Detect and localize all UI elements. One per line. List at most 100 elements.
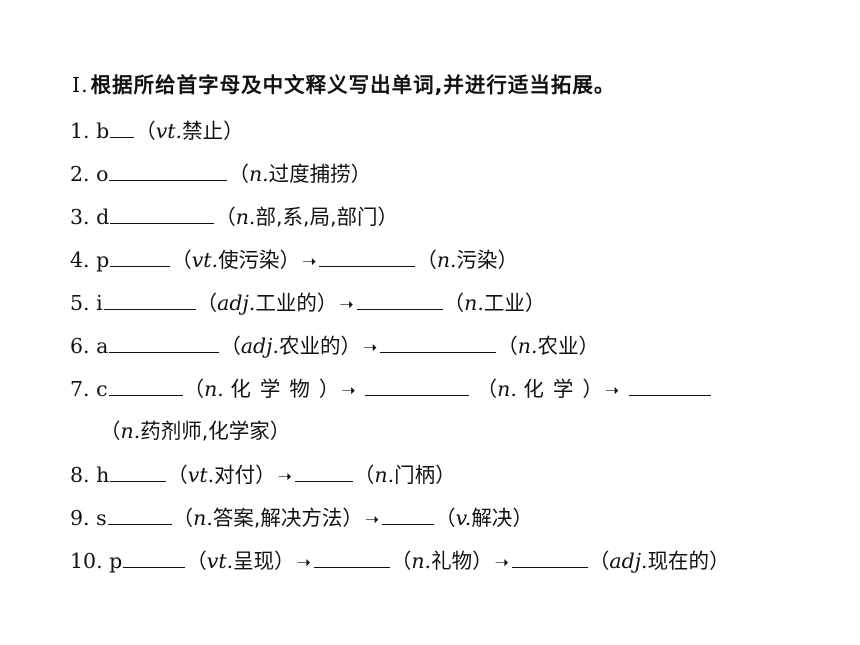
exercise-item-4: 4. p（vt.使污染）➝（n.污染） [70,244,518,274]
chinese-definition: 化学 [523,377,583,401]
arrow-icon: ➝ [296,553,311,573]
chinese-definition: 农业的 [279,334,341,358]
part-of-speech: n. [235,205,256,229]
exercise-item-5: 5. i（adj.工业的）➝（n.工业） [70,287,545,317]
arrow-icon: ➝ [494,553,509,573]
part-of-speech: adj. [240,334,280,358]
item-number: 6. [70,334,90,358]
arrow-icon: ➝ [341,381,356,401]
answer-blank[interactable] [123,545,186,568]
answer-blank[interactable] [110,459,167,482]
exercise-item-8: 8. h（vt.对付）➝（n.门柄） [70,459,456,489]
chinese-definition: 污染 [456,248,498,272]
answer-blank[interactable] [107,502,172,525]
first-letter: b [96,119,110,143]
part-of-speech: vt. [155,119,183,143]
first-letter: c [96,377,108,401]
chinese-definition: 现在的 [647,549,710,573]
chinese-definition: 药剂师,化学家 [140,419,270,443]
answer-blank[interactable] [319,244,416,267]
part-of-speech: n. [464,291,484,315]
answer-blank[interactable] [103,287,196,310]
answer-blank[interactable] [109,158,228,181]
item-number: 3. [70,205,90,229]
exercise-item-7: 7. c（n. 化学物）➝ （n. 化学）➝ [70,373,712,403]
part-of-speech: adj. [609,549,648,573]
section-instruction: 根据所给首字母及中文释义写出单词,并进行适当拓展。 [90,73,616,97]
exercise-item-9: 9. s（n.答案,解决方法）➝（v.解决） [70,502,533,532]
exercise-item-3: 3. d（n.部,系,局,部门） [70,201,398,231]
answer-blank[interactable] [356,287,443,310]
answer-blank[interactable] [294,459,353,482]
chinese-definition: 解决 [471,506,513,530]
item-number: 7. [70,377,90,401]
answer-blank[interactable] [110,201,215,224]
part-of-speech: n. [374,463,395,487]
part-of-speech: n. [411,549,432,573]
answer-blank[interactable] [313,545,390,568]
first-letter: i [96,291,103,315]
answer-blank[interactable] [110,115,135,138]
first-letter: d [96,205,110,229]
answer-blank[interactable] [628,373,711,396]
item-number: 4. [70,248,90,272]
section-numeral: Ⅰ. [72,73,89,97]
chinese-definition: 禁止 [182,119,224,143]
arrow-icon: ➝ [339,295,354,315]
first-letter: a [96,334,109,358]
item-number: 2. [70,162,90,186]
answer-blank[interactable] [365,373,470,396]
part-of-speech: n. [436,248,457,272]
answer-blank[interactable] [108,373,183,396]
exercise-item-10: 10. p（vt.呈现）➝（n.礼物）➝（adj.现在的） [70,545,730,575]
chinese-definition: 部,系,局,部门 [255,205,378,229]
item-number: 9. [70,506,90,530]
chinese-definition: 工业的 [255,291,317,315]
arrow-icon: ➝ [604,381,620,401]
exercise-item-1: 1. b（vt.禁止） [70,115,244,145]
chinese-definition: 工业 [483,291,525,315]
answer-blank[interactable] [511,545,588,568]
chinese-definition: 过度捕捞 [268,162,351,186]
part-of-speech: adj. [217,291,256,315]
answer-blank[interactable] [109,330,220,353]
first-letter: s [96,506,107,530]
part-of-speech: n. [204,377,224,401]
answer-blank[interactable] [380,330,497,353]
part-of-speech: n. [248,162,269,186]
exercise-item-7-continued: （n.药剂师,化学家） [100,419,291,443]
first-letter: o [96,162,109,186]
exercise-item-2: 2. o（n.过度捕捞） [70,158,371,188]
part-of-speech: vt. [191,248,219,272]
section-heading: Ⅰ.根据所给首字母及中文释义写出单词,并进行适当拓展。 [72,68,832,98]
first-letter: p [109,549,123,573]
item-number: 5. [70,291,90,315]
part-of-speech: n. [517,334,538,358]
arrow-icon: ➝ [363,338,378,358]
part-of-speech: vt. [187,463,215,487]
first-letter: h [96,463,110,487]
chinese-definition: 答案,解决方法 [212,506,343,530]
item-number: 8. [70,463,90,487]
chinese-definition: 对付 [214,463,256,487]
chinese-definition: 呈现 [233,549,275,573]
arrow-icon: ➝ [277,467,292,487]
item-number: 10. [70,549,103,573]
arrow-icon: ➝ [302,252,317,272]
chinese-definition: 礼物 [431,549,473,573]
arrow-icon: ➝ [364,510,380,530]
part-of-speech: vt. [206,549,234,573]
chinese-definition: 使污染 [218,248,280,272]
answer-blank[interactable] [382,502,435,525]
first-letter: p [96,248,110,272]
chinese-definition: 农业 [537,334,579,358]
item-number: 1. [70,119,90,143]
exercise-item-6: 6. a（adj.农业的）➝（n.农业） [70,330,599,360]
chinese-definition: 门柄 [394,463,436,487]
part-of-speech: v. [455,506,472,530]
answer-blank[interactable] [110,244,171,267]
chinese-definition: 化学物 [230,377,319,401]
part-of-speech: n. [497,377,517,401]
part-of-speech: n. [120,419,141,443]
